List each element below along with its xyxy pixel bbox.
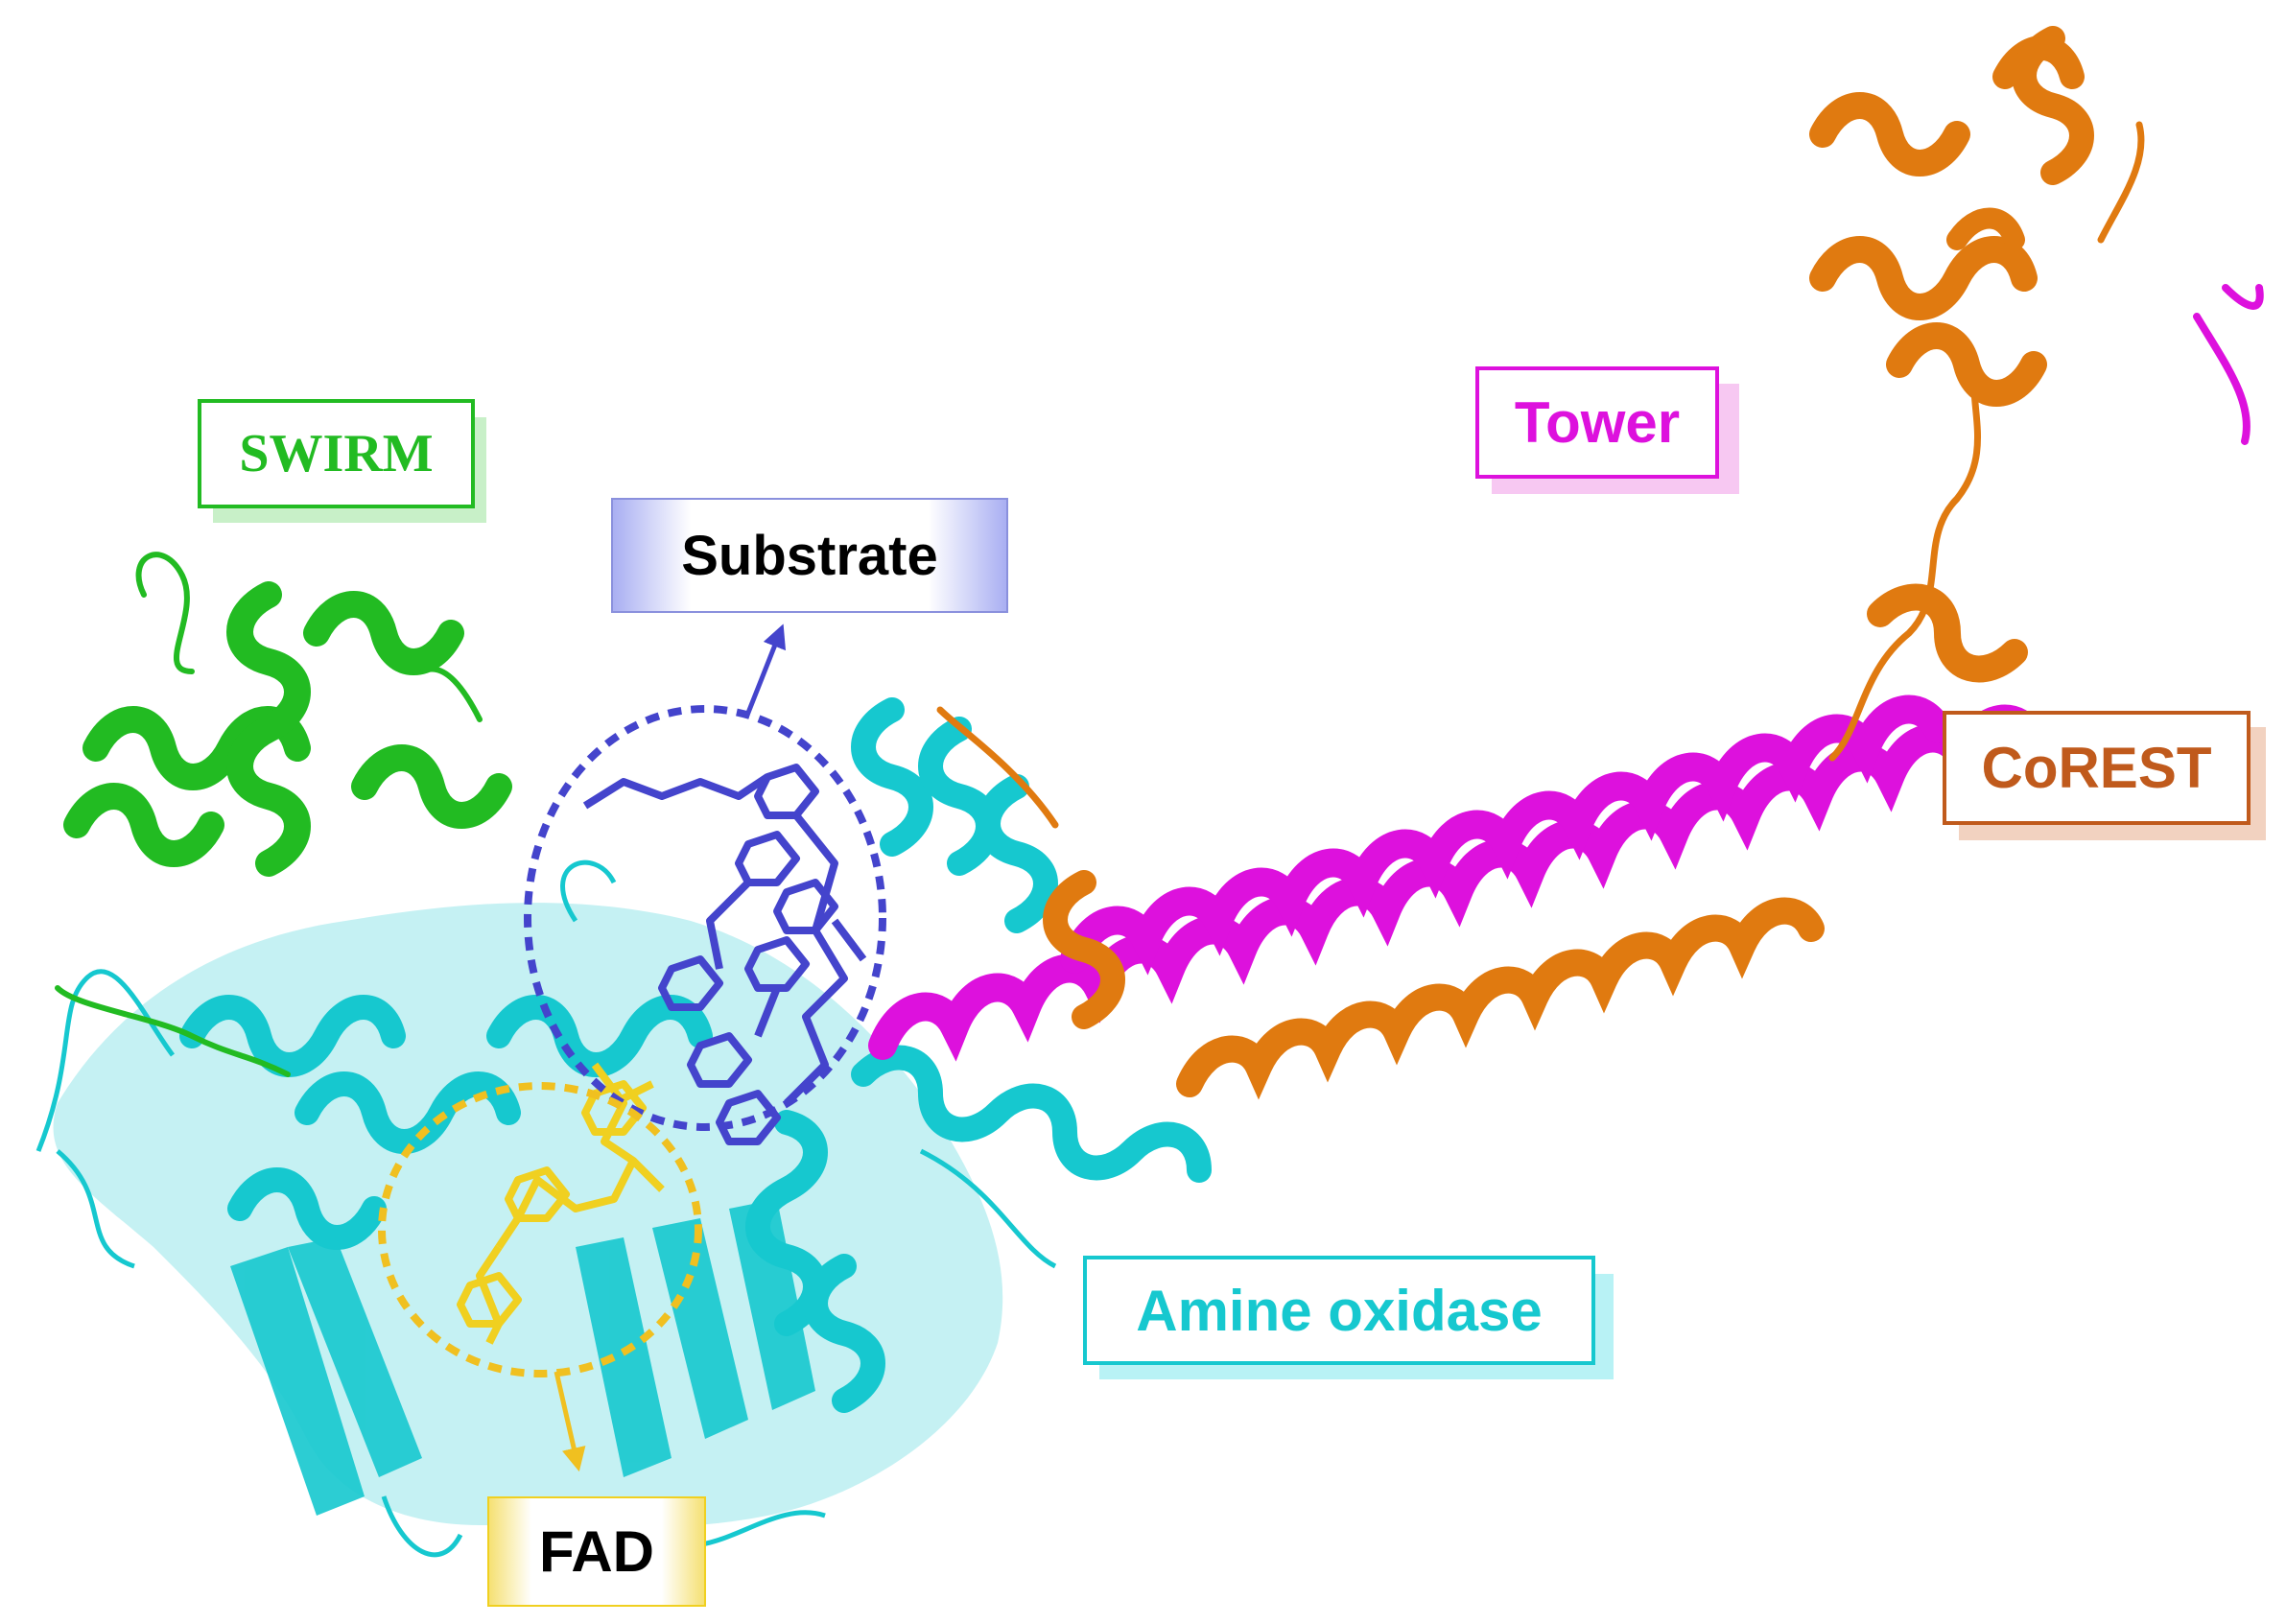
swirm-domain xyxy=(55,552,512,1077)
corest-label: CoREST xyxy=(1981,736,2212,800)
substrate-molecule xyxy=(582,764,867,1145)
corest-label-frame xyxy=(1943,711,2251,825)
tower-label: Tower xyxy=(1514,390,1681,455)
substrate-label: Substrate xyxy=(681,524,938,587)
fad-label-frame xyxy=(487,1496,706,1607)
swirm-label-frame xyxy=(198,399,475,508)
tower-helices xyxy=(868,284,2264,1062)
amine-oxidase-label: Amine oxidase xyxy=(1136,1278,1543,1343)
substrate-label-frame xyxy=(611,498,1008,613)
swirm-label: SWIRM xyxy=(239,424,434,483)
fad-arrow xyxy=(554,1371,586,1472)
fad-binding-site-outline xyxy=(378,1082,702,1377)
substrate-binding-site-outline xyxy=(524,705,886,1131)
substrate-arrow xyxy=(743,624,787,718)
corest-domain xyxy=(936,26,2145,1100)
fad-label: FAD xyxy=(539,1519,654,1584)
amine-oxidase-label-frame xyxy=(1083,1256,1595,1365)
tower-label-frame xyxy=(1475,366,1719,479)
